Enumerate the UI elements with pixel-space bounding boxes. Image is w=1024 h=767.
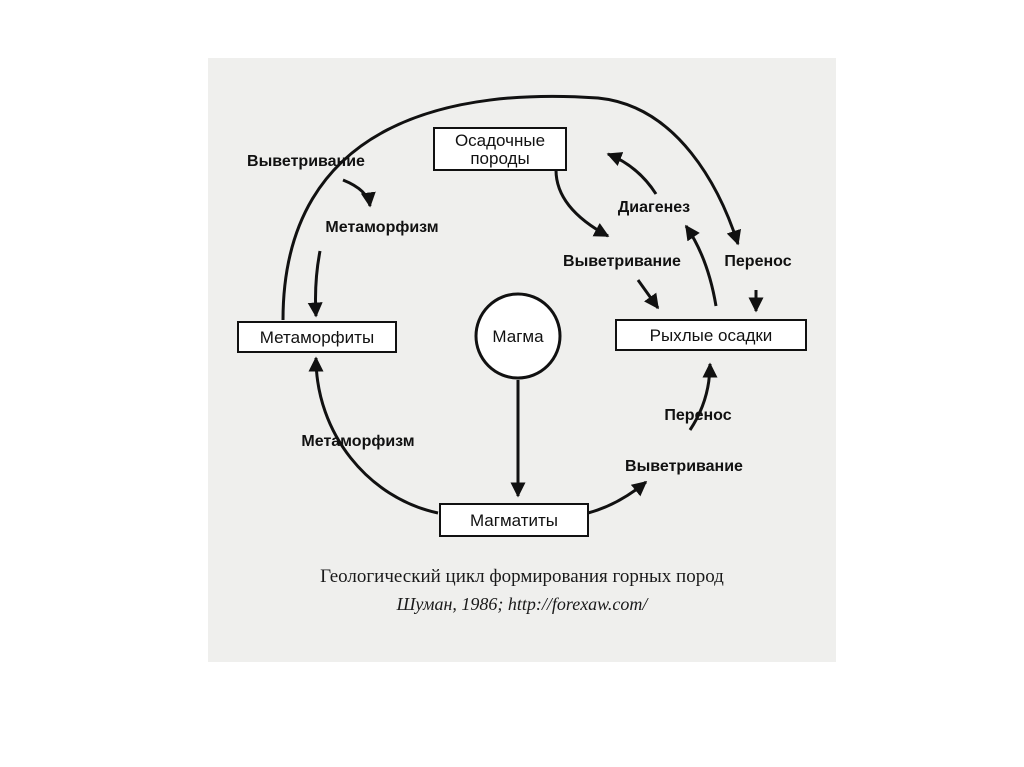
arrow-diagenesis-to-sedimentary — [606, 152, 658, 195]
weathering-label-center: Выветривание — [563, 253, 681, 270]
magmatites-box — [439, 503, 589, 537]
loose-sediments-label: Рыхлые осадки — [650, 326, 773, 345]
metamorphism-label-bottom: Метаморфизм — [301, 433, 414, 450]
magma-node — [474, 292, 562, 380]
transport-label-right: Перенос — [724, 253, 791, 270]
transport-label-bottom: Перенос — [664, 407, 731, 424]
arrow-loose-to-diagenesis — [684, 224, 718, 307]
arrow-transport-to-loose — [688, 362, 718, 431]
metamorphites-label: Метаморфиты — [260, 328, 374, 347]
loose-sediments-box — [615, 319, 807, 351]
arrow-sedimentary-to-weathering — [554, 169, 610, 238]
diagram-figure: Осадочные породы Метаморфиты Рыхлые осад… — [208, 58, 836, 662]
figure-caption-title: Геологический цикл формирования горных п… — [320, 566, 724, 587]
weathering-label-bottom: Выветривание — [625, 458, 743, 475]
arrow-magmatites-to-weathering — [587, 480, 648, 515]
weathering-label-top-left: Выветривание — [247, 153, 365, 170]
arrow-metamorphites-to-loose-big-arc — [281, 94, 742, 321]
arrow-magmatites-to-metamorphites — [308, 356, 439, 515]
figure-caption-source: Шуман, 1986; http://forexaw.com/ — [396, 594, 648, 614]
magma-label: Магма — [492, 327, 544, 346]
rock-cycle-diagram: Осадочные породы Метаморфиты Рыхлые осад… — [237, 94, 807, 537]
sedimentary-rocks-box — [433, 127, 567, 171]
arrow-metamorphism-to-metamorphites — [307, 250, 323, 318]
magmatites-label: Магматиты — [470, 511, 558, 530]
sedimentary-rocks-label-line2: породы — [470, 149, 529, 168]
arrow-weathering-to-loose — [636, 279, 660, 310]
metamorphism-label-top: Метаморфизм — [325, 219, 438, 236]
metamorphites-box — [237, 321, 397, 353]
arrow-weathering-to-metamorphism — [342, 178, 376, 208]
diagenesis-label: Диагенез — [618, 199, 690, 216]
sedimentary-rocks-label-line1: Осадочные — [455, 131, 545, 150]
